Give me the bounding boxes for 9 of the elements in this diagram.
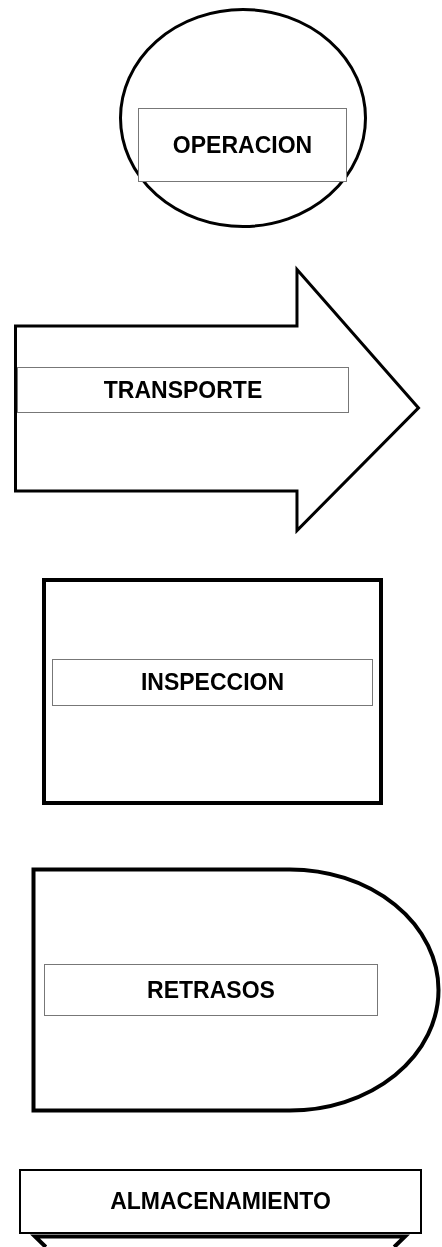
label-box xyxy=(17,367,349,413)
label-box xyxy=(52,659,373,706)
label-box xyxy=(138,108,347,182)
symbol-label: INSPECCION xyxy=(140,669,285,696)
label-box xyxy=(44,964,378,1016)
symbol-label: RETRASOS xyxy=(147,976,275,1004)
symbol-label: ALMACENAMIENTO xyxy=(110,1188,331,1215)
symbol-label: TRANSPORTE xyxy=(103,376,263,404)
symbol-label: OPERACION xyxy=(172,131,313,159)
